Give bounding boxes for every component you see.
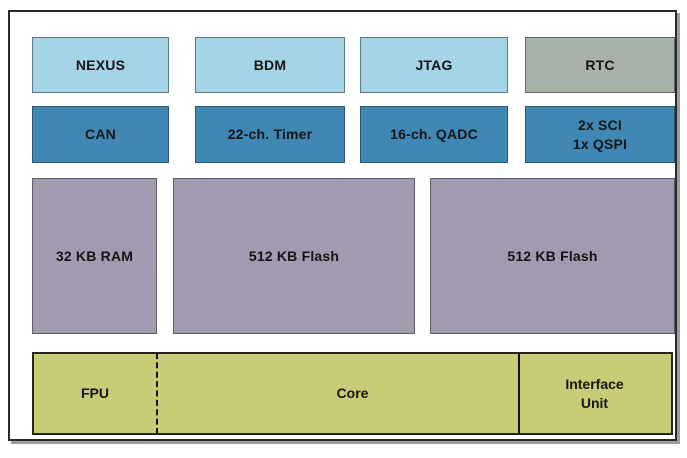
block-timer: 22-ch. Timer (195, 106, 345, 163)
block-nexus: NEXUS (32, 37, 169, 93)
block-qadc: 16-ch. QADC (360, 106, 508, 163)
block-ram-label: 32 KB RAM (55, 247, 134, 264)
block-fpu-label: FPU (81, 385, 109, 402)
block-timer-label: 22-ch. Timer (227, 126, 313, 143)
block-flash-2-label: 512 KB Flash (507, 247, 598, 264)
block-rtc: RTC (525, 37, 675, 93)
block-nexus-label: NEXUS (75, 56, 126, 73)
core-interface-divider (518, 353, 520, 434)
block-bdm-label: BDM (253, 56, 287, 73)
block-qadc-label: 16-ch. QADC (390, 126, 478, 143)
block-flash-1-label: 512 KB Flash (248, 247, 340, 264)
block-ram: 32 KB RAM (32, 178, 157, 334)
block-interface-unit-label: Interface Unit (565, 375, 624, 411)
fpu-core-dashed-divider (156, 353, 158, 434)
block-sci-qspi-label: 2x SCI 1x QSPI (572, 116, 628, 152)
block-bdm: BDM (195, 37, 345, 93)
block-rtc-label: RTC (585, 56, 615, 73)
block-jtag-label: JTAG (415, 56, 453, 73)
block-can: CAN (32, 106, 169, 163)
diagram-frame: NEXUS BDM JTAG RTC CAN 22-ch. Timer 16-c… (8, 10, 677, 441)
block-sci-qspi: 2x SCI 1x QSPI (525, 106, 675, 163)
block-core-unit: FPU Core Interface Unit (32, 352, 673, 435)
block-can-label: CAN (85, 126, 116, 143)
block-core-label: Core (336, 385, 369, 402)
block-flash-1: 512 KB Flash (173, 178, 415, 334)
block-flash-2: 512 KB Flash (430, 178, 675, 334)
block-jtag: JTAG (360, 37, 508, 93)
